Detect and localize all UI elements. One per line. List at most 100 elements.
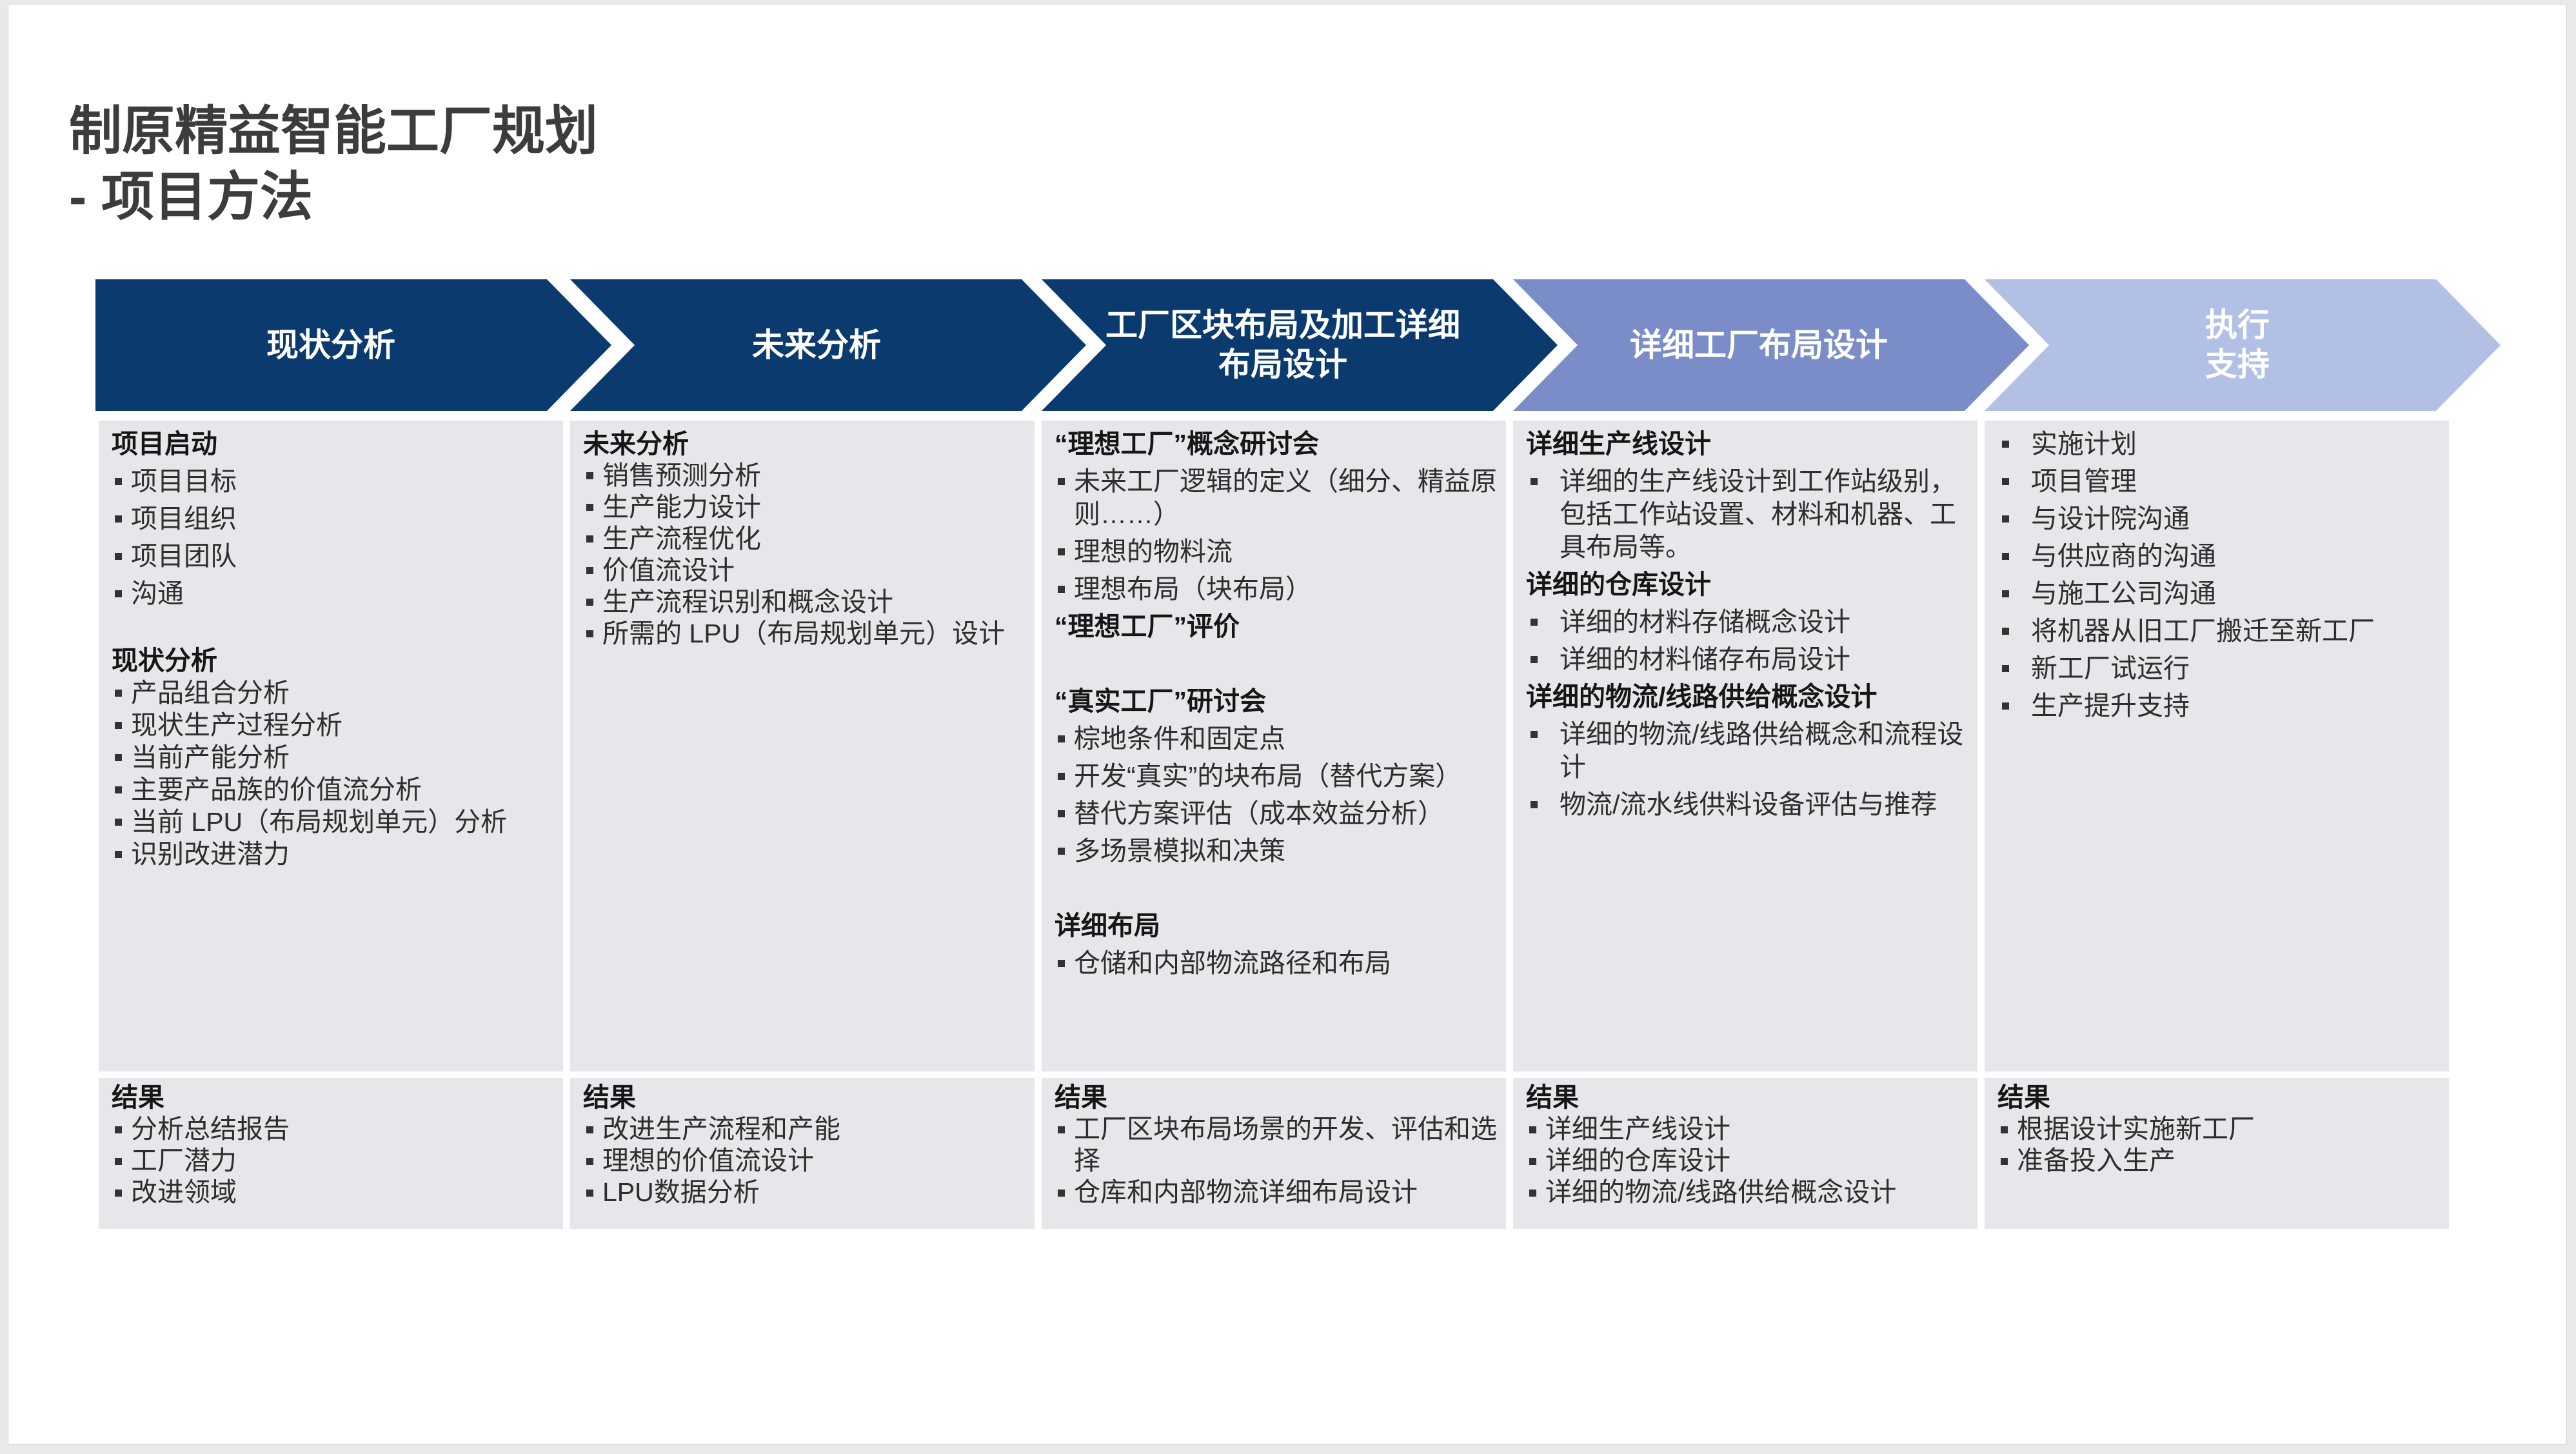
list-item: 项目管理 — [1997, 463, 2445, 500]
list-item-text: 当前产能分析 — [131, 742, 290, 772]
list-item: 销售预测分析 — [583, 460, 1031, 492]
list-item: 所需的 LPU（布局规划单元）设计 — [583, 618, 1031, 650]
list-item: 与施工公司沟通 — [1997, 575, 2445, 612]
list-item: 生产能力设计 — [583, 492, 1031, 523]
phase-3-results: 结果工厂区块布局场景的开发、评估和选择仓库和内部物流详细布局设计 — [1042, 1078, 1506, 1229]
phase-label-3: 工厂区块布局及加工详细 布局设计 — [1089, 279, 1476, 411]
phase-label-line: 现状分析 — [266, 326, 395, 363]
bullet-icon — [1997, 540, 2031, 573]
list-item-text: 理想的物料流 — [1074, 536, 1233, 566]
bullet-icon — [112, 773, 131, 806]
list-item-text: 生产提升支持 — [2031, 690, 2190, 721]
phase-4-activities: 详细生产线设计详细的生产线设计到工作站级别，包括工作站设置、材料和机器、工具布局… — [1513, 421, 1977, 1071]
bullet-icon — [112, 577, 131, 610]
list-item-text: 详细的物流/线路供给概念设计 — [1545, 1177, 1897, 1207]
phase-5-results: 结果根据设计实施新工厂准备投入生产 — [1985, 1078, 2449, 1229]
list-item-text: 实施计划 — [2031, 428, 2137, 459]
list-item-text: 项目管理 — [2031, 466, 2137, 496]
bullet-icon — [1526, 1177, 1545, 1208]
list-item: 项目组织 — [112, 500, 559, 537]
list-item-text: 理想的价值流设计 — [602, 1146, 814, 1175]
section-heading: 结果 — [1055, 1082, 1107, 1112]
phase-chevron-4 — [1513, 279, 2029, 411]
phase-label-line: 工厂区块布局及加工详细 — [1105, 307, 1460, 343]
list-item-text: 当前 LPU（布局规划单元）分析 — [131, 807, 508, 837]
bullet-icon — [1055, 760, 1074, 793]
bullet-icon — [1055, 535, 1074, 568]
bullet-icon — [1055, 1177, 1074, 1208]
section-heading: 现状分析 — [112, 646, 217, 675]
phase-label-5: 执行 支持 — [2044, 279, 2431, 411]
section-future-analysis: 未来分析销售预测分析生产能力设计生产流程优化价值流设计生产流程识别和概念设计所需… — [583, 428, 1031, 650]
bullet-icon — [1997, 428, 2031, 461]
phase-chevron-row — [95, 279, 2501, 411]
list-item: 与设计院沟通 — [1997, 500, 2445, 537]
list-item-text: 棕地条件和固定点 — [1074, 723, 1285, 753]
list-item-text: 价值流设计 — [602, 555, 735, 585]
list-item-text: 详细的物流/线路供给概念和流程设计 — [1560, 719, 1964, 782]
list-item-text: 理想布局（块布局） — [1074, 573, 1312, 604]
list-item: 当前 LPU（布局规划单元）分析 — [112, 806, 559, 838]
list-item: 与供应商的沟通 — [1997, 537, 2445, 575]
phase-label-1: 现状分析 — [137, 279, 524, 411]
bullet-icon — [1997, 503, 2031, 535]
section-ideal-factory-workshop: “理想工厂”概念研讨会未来工厂逻辑的定义（细分、精益原则……）理想的物料流理想布… — [1055, 425, 1502, 608]
section-heading: 详细布局 — [1055, 910, 1160, 941]
list-item: 现状生产过程分析 — [112, 709, 559, 741]
bullet-icon — [1055, 465, 1074, 498]
list-item: 详细的材料存储概念设计 — [1526, 603, 1974, 641]
section-detailed-layout: 详细布局仓储和内部物流路径和布局 — [1055, 907, 1502, 982]
list-item-text: 产品组合分析 — [131, 678, 290, 708]
bullet-icon — [583, 618, 602, 650]
bullet-icon — [583, 523, 602, 555]
list-item-text: 与设计院沟通 — [2031, 503, 2190, 533]
list-item: 改进生产流程和产能 — [583, 1113, 1031, 1145]
bullet-icon — [112, 503, 131, 535]
bullet-icon — [1526, 643, 1560, 676]
list-item: 价值流设计 — [583, 555, 1031, 586]
bullet-icon — [1055, 947, 1074, 980]
phase-4-results: 结果详细生产线设计详细的仓库设计详细的物流/线路供给概念设计 — [1513, 1078, 1977, 1229]
section-heading: 详细的仓库设计 — [1526, 569, 1711, 599]
phase-label-line: 未来分析 — [752, 326, 881, 363]
list-item-text: 现状生产过程分析 — [131, 710, 342, 740]
section-project-kickoff: 项目启动项目目标项目组织项目团队沟通 — [112, 425, 559, 612]
section-heading: 详细的物流/线路供给概念设计 — [1526, 681, 1878, 712]
list-item: 详细的生产线设计到工作站级别，包括工作站设置、材料和机器、工具布局等。 — [1526, 463, 1974, 566]
list-item: 生产提升支持 — [1997, 687, 2445, 724]
list-item: 仓储和内部物流路径和布局 — [1055, 944, 1502, 982]
section-heading: 项目启动 — [112, 428, 217, 459]
list-item: 根据设计实施新工厂 — [1997, 1113, 2445, 1145]
list-item-text: 新工厂试运行 — [2031, 653, 2190, 683]
section-heading: “理想工厂”评价 — [1055, 611, 1240, 641]
bullet-icon — [1526, 788, 1560, 821]
phase-chevron-1 — [95, 279, 611, 411]
bullet-icon — [1526, 718, 1560, 751]
bullet-icon — [112, 1113, 131, 1145]
slide-title-line-2: - 项目方法 — [69, 168, 313, 226]
bullet-icon — [1997, 1113, 2017, 1145]
bullet-icon — [1526, 1145, 1545, 1177]
section-warehouse-design: 详细的仓库设计详细的材料存储概念设计详细的材料储存布局设计 — [1526, 566, 1974, 678]
list-item: 识别改进潜力 — [112, 838, 559, 870]
phase-label-line: 执行 — [2205, 307, 2270, 343]
bullet-icon — [1997, 652, 2031, 685]
list-item: 工厂区块布局场景的开发、评估和选择 — [1055, 1113, 1502, 1177]
section-results: 结果工厂区块布局场景的开发、评估和选择仓库和内部物流详细布局设计 — [1055, 1082, 1502, 1208]
bullet-icon — [112, 1177, 131, 1208]
phase-chevron-3 — [1042, 279, 1558, 411]
list-item-text: 准备投入生产 — [2017, 1146, 2175, 1175]
phase-chevron-5 — [1985, 279, 2501, 411]
phase-label-line: 支持 — [2205, 346, 2270, 383]
list-item-text: 仓储和内部物流路径和布局 — [1074, 948, 1391, 978]
list-item: 详细的物流/线路供给概念设计 — [1526, 1177, 1974, 1208]
bullet-icon — [1055, 835, 1074, 868]
section-heading: “真实工厂”研讨会 — [1055, 686, 1266, 716]
bullet-icon — [583, 460, 602, 492]
phase-label-line: 布局设计 — [1218, 346, 1347, 383]
section-heading: 结果 — [1526, 1082, 1579, 1112]
list-item-text: 替代方案评估（成本效益分析） — [1074, 798, 1444, 828]
phase-chevron-2 — [570, 279, 1086, 411]
bullet-icon — [583, 1113, 602, 1145]
bullet-icon — [112, 741, 131, 773]
